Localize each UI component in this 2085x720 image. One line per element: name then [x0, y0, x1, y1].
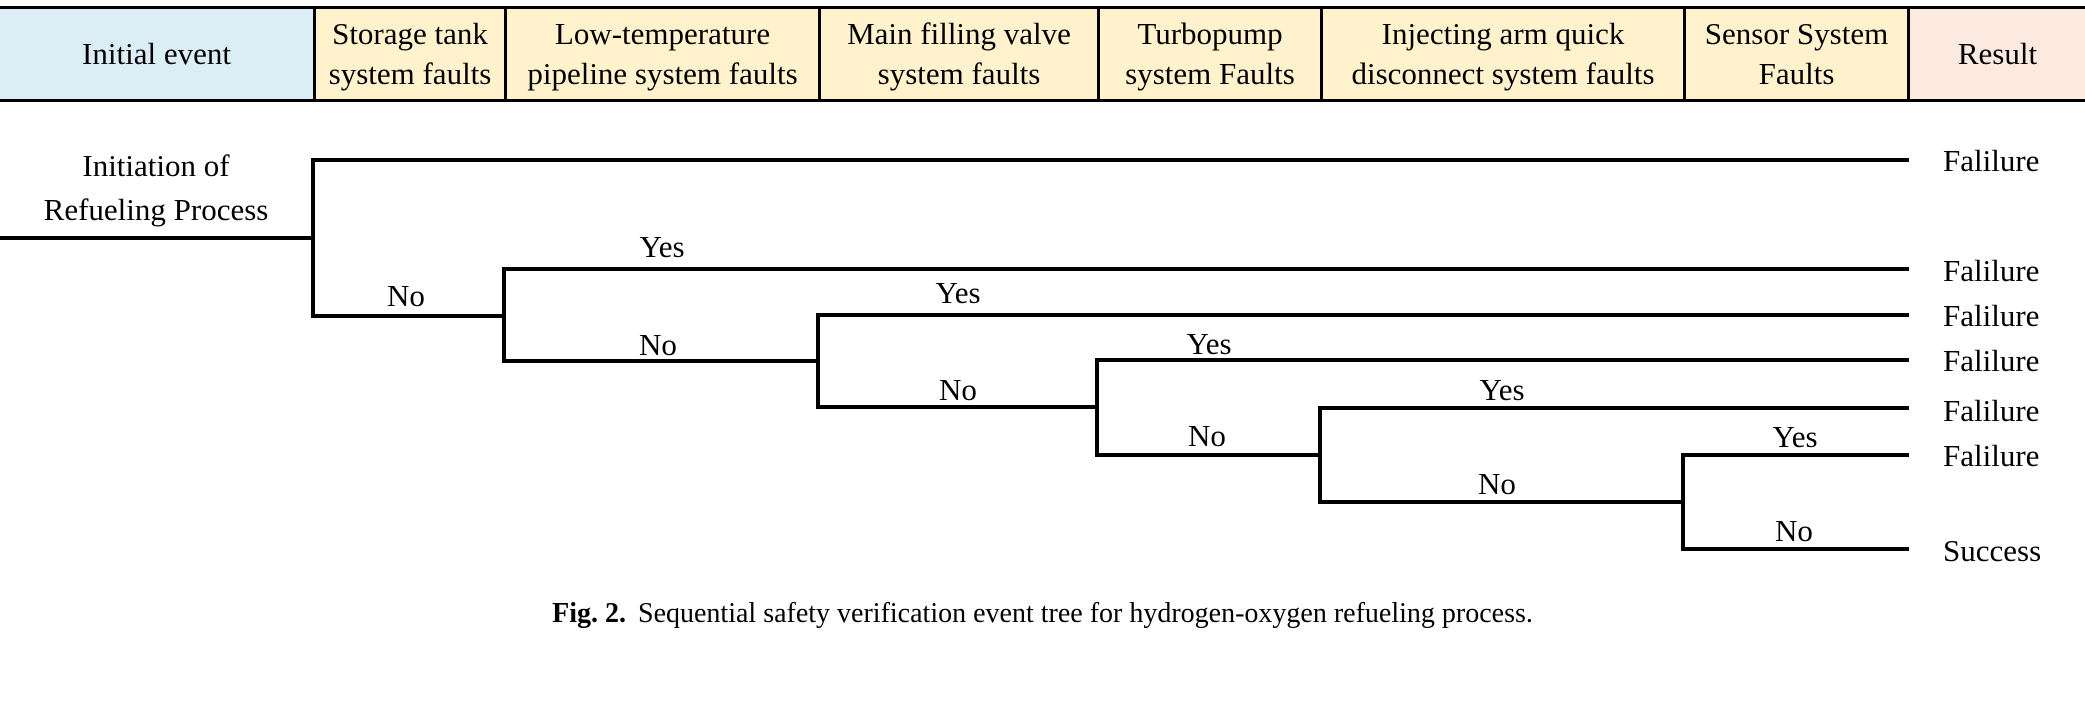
branch-label: Yes	[935, 275, 980, 310]
initiating-event-line-1: Initiation of	[82, 148, 230, 183]
figure-number: Fig. 2.	[552, 598, 626, 629]
caption-text: Sequential safety verification event tre…	[638, 598, 1533, 629]
event-tree-header: Initial event Storage tank system faults…	[0, 6, 2085, 102]
outcome-label: Falilure	[1943, 298, 2039, 333]
branch-label: No	[1775, 513, 1813, 548]
figure-caption: Fig. 2. Sequential safety verification ev…	[0, 598, 2085, 630]
branch-label: No	[1188, 418, 1226, 453]
branch-label: Yes	[1479, 372, 1524, 407]
branch-label: Yes	[639, 229, 684, 264]
initiating-event-line-2: Refueling Process	[44, 192, 269, 227]
header-main-filling-valve: Main filling valve system faults	[818, 9, 1097, 99]
outcome-label: Falilure	[1943, 343, 2039, 378]
header-initial-event: Initial event	[0, 9, 313, 99]
header-sensor-system: Sensor System Faults	[1683, 9, 1907, 99]
tree-lines	[0, 158, 1909, 551]
header-injecting-arm: Injecting arm quick disconnect system fa…	[1320, 9, 1683, 99]
header-result: Result	[1907, 9, 2085, 99]
outcome-label: Success	[1943, 533, 2041, 568]
header-turbopump: Turbopump system Faults	[1097, 9, 1320, 99]
outcome-label: Falilure	[1943, 393, 2039, 428]
outcome-label: Falilure	[1943, 143, 2039, 178]
branch-label: Yes	[1772, 419, 1817, 454]
branch-label: Yes	[1186, 326, 1231, 361]
outcome-label: Falilure	[1943, 253, 2039, 288]
outcome-label: Falilure	[1943, 438, 2039, 473]
branch-label: No	[387, 278, 425, 313]
branch-label: No	[939, 372, 977, 407]
header-low-temp-pipeline: Low-temperature pipeline system faults	[504, 9, 818, 99]
header-storage-tank: Storage tank system faults	[313, 9, 504, 99]
branch-label: No	[639, 327, 677, 362]
branch-label: No	[1478, 466, 1516, 501]
